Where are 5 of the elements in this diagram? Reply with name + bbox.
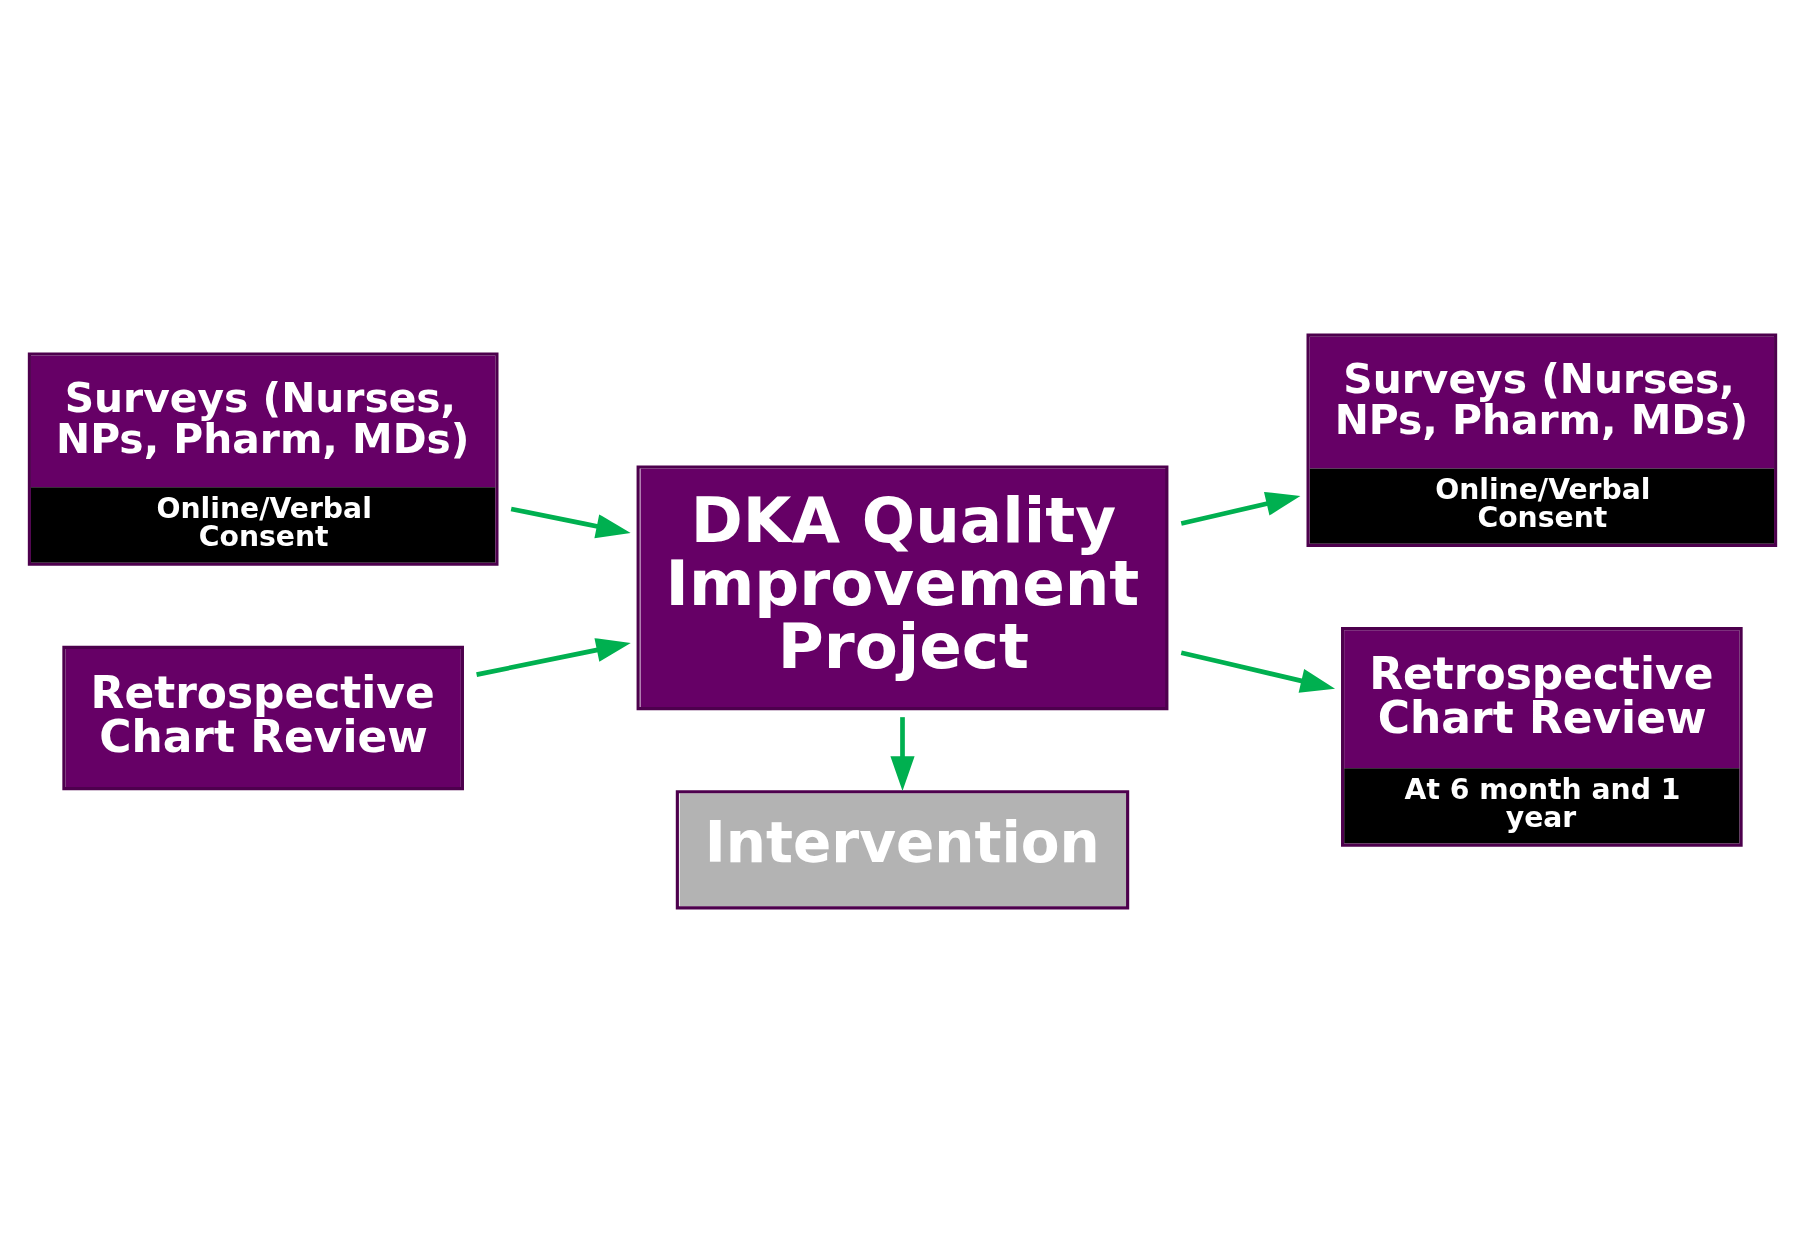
arrow [1180,649,1335,693]
arrow [889,716,915,791]
arrow [475,637,631,677]
arrow [1180,491,1300,526]
arrow [510,506,631,538]
